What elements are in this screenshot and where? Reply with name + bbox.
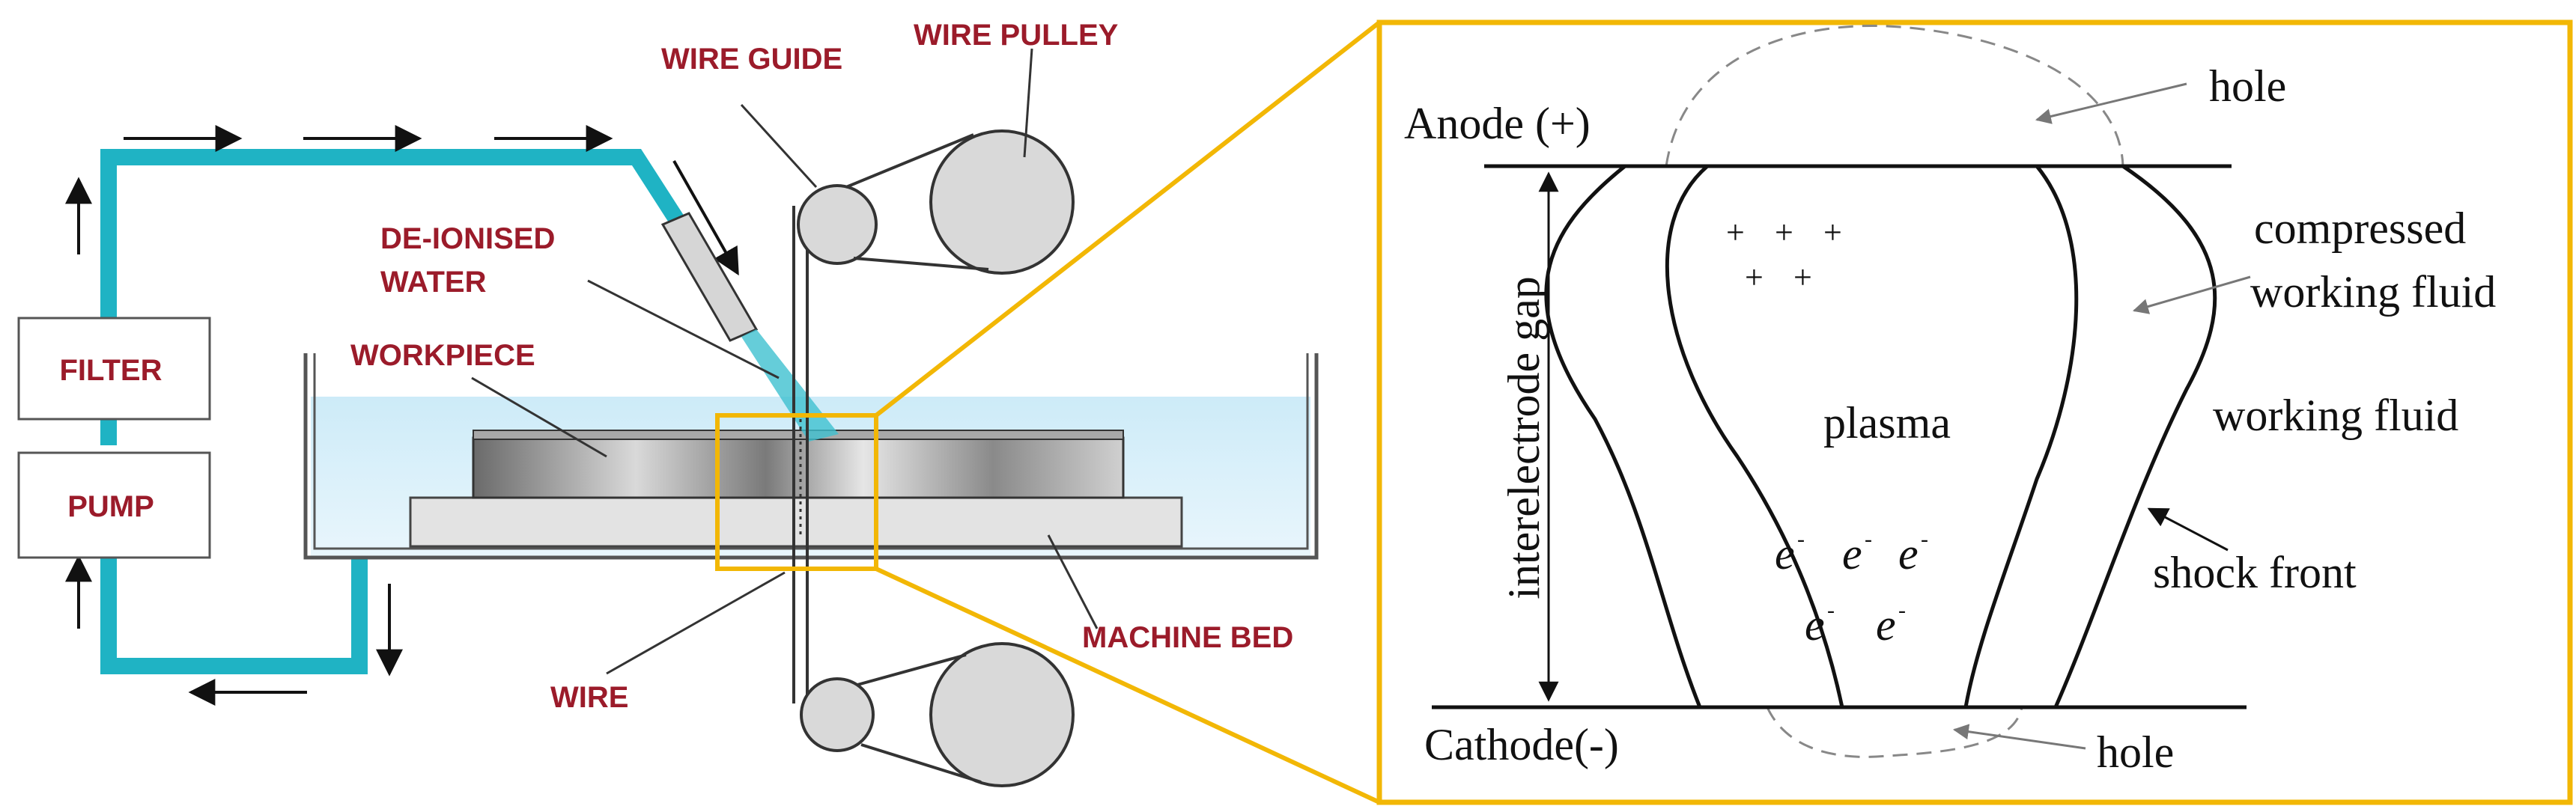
deionised-water-label-line2: WATER — [380, 266, 487, 299]
shock-front-label: shock front — [2153, 548, 2357, 597]
left-wedm-machine-diagram: FILTER PUMP — [17, 19, 1319, 787]
interelectrode-gap-label: interelectrode gap — [1499, 276, 1549, 599]
flow-arrow — [672, 160, 739, 276]
leader-lines — [471, 48, 1099, 675]
filter-label: FILTER — [59, 354, 162, 387]
compressed-fluid-label-line2: working fluid — [2250, 267, 2496, 317]
svg-text:e: e — [1842, 529, 1862, 579]
pump-box: PUMP — [17, 451, 211, 559]
machine-bed — [409, 496, 1183, 548]
positive-ion: + — [1775, 214, 1793, 251]
cathode-label: Cathode(-) — [1424, 720, 1619, 769]
positive-ion: + — [1726, 214, 1745, 251]
shock-front-left — [1544, 165, 1702, 708]
workpiece — [472, 430, 1125, 499]
electron: e- — [1842, 527, 1872, 579]
machine-bed-label: MACHINE BED — [1082, 621, 1293, 654]
hole-top-label: hole — [2209, 61, 2286, 111]
flow-arrows — [65, 125, 739, 706]
wire-belts — [845, 133, 989, 784]
zoom-region-frame — [715, 413, 878, 571]
svg-text:-: - — [1898, 598, 1906, 623]
shock-front-pointer — [2147, 507, 2229, 552]
wire-label: WIRE — [550, 681, 628, 714]
plasma-label: plasma — [1823, 398, 1951, 448]
plasma-boundary-left — [1665, 165, 1844, 708]
compressed-fluid-pointer — [2132, 275, 2251, 314]
electrons: e- e- e- e- e- — [1775, 527, 1928, 650]
svg-text:e: e — [1775, 529, 1795, 579]
wire-pulley-label: WIRE PULLEY — [914, 19, 1119, 52]
anode-label: Anode (+) — [1404, 99, 1591, 148]
wire — [792, 206, 809, 703]
svg-text:e: e — [1898, 529, 1919, 579]
wire-guide-upper — [797, 184, 878, 265]
right-plasma-detail-diagram: interelectrode gap Anode (+) Cathode(-) … — [1376, 19, 2573, 805]
svg-text:-: - — [1865, 527, 1872, 552]
anode-hole-outline — [1665, 25, 2124, 167]
wire-pulley-upper — [929, 129, 1075, 275]
plasma-boundary-right — [1963, 165, 2079, 708]
positive-ions: + + + + + — [1726, 214, 1842, 296]
electron: e- — [1775, 527, 1805, 579]
pump-label: PUMP — [67, 490, 154, 523]
wire-pulley-lower — [929, 642, 1075, 787]
hole-bottom-label: hole — [2097, 727, 2174, 777]
svg-text:-: - — [1797, 527, 1805, 552]
electron: e- — [1898, 527, 1928, 579]
deionised-water-label-line1: DE-IONISED — [380, 222, 555, 255]
svg-text:e: e — [1805, 600, 1825, 650]
hole-bottom-pointer — [1952, 724, 2086, 750]
svg-text:-: - — [1921, 527, 1928, 552]
wire-guide-label: WIRE GUIDE — [661, 43, 842, 76]
zoom-connectors — [875, 20, 1381, 805]
shock-front-right — [2053, 164, 2217, 709]
electron: e- — [1805, 598, 1835, 650]
workpiece-label: WORKPIECE — [350, 339, 535, 372]
compressed-fluid-label-line1: compressed — [2254, 204, 2466, 253]
positive-ion: + — [1823, 214, 1842, 251]
svg-text:-: - — [1827, 598, 1835, 623]
wire-guide-lower — [800, 677, 875, 752]
filter-box: FILTER — [17, 317, 211, 421]
positive-ion: + — [1745, 259, 1764, 296]
working-fluid-label: working fluid — [2213, 391, 2458, 440]
electron: e- — [1876, 598, 1906, 650]
hole-top-pointer — [2035, 82, 2187, 124]
positive-ion: + — [1793, 259, 1812, 296]
svg-text:e: e — [1876, 600, 1896, 650]
